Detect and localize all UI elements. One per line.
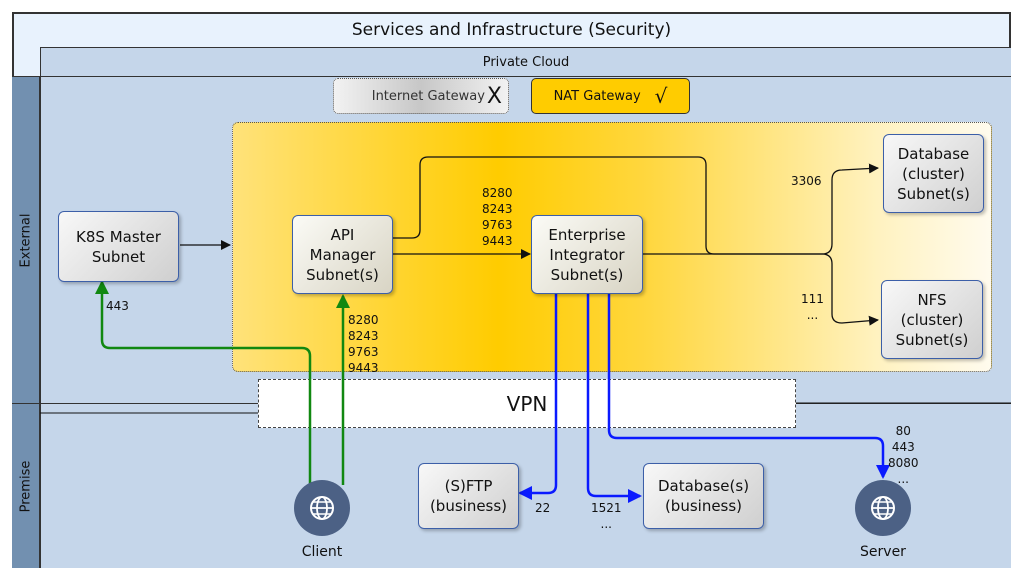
vpn-label: VPN [506, 391, 548, 416]
server-endpoint[interactable] [855, 480, 911, 536]
nat-gateway[interactable]: NAT Gateway √ [531, 78, 690, 114]
port-label-db-cluster: 3306 [791, 174, 822, 188]
nat-gateway-label: NAT Gateway [553, 88, 641, 104]
node-nfs-cluster[interactable]: NFS (cluster) Subnet(s) [881, 280, 983, 359]
node-sftp-business[interactable]: (S)FTP (business) [418, 463, 519, 529]
node-nfs-cluster-label: NFS (cluster) Subnet(s) [895, 290, 969, 349]
node-database-cluster[interactable]: Database (cluster) Subnet(s) [883, 134, 984, 213]
client-label: Client [301, 544, 343, 560]
client-endpoint[interactable] [294, 480, 350, 536]
node-enterprise-integrator[interactable]: Enterprise Integrator Subnet(s) [531, 215, 643, 294]
node-k8s-master[interactable]: K8S Master Subnet [58, 211, 179, 282]
port-label-db-business: 1521 ... [591, 501, 622, 531]
node-sftp-business-label: (S)FTP (business) [429, 477, 508, 515]
server-label: Server [860, 544, 906, 560]
port-label-sftp: 22 [535, 501, 551, 515]
private-cloud-header: Private Cloud [40, 47, 1011, 76]
globe-icon [310, 496, 334, 520]
lane-label-external-text: External [18, 213, 33, 267]
node-enterprise-integrator-label: Enterprise Integrator Subnet(s) [548, 225, 626, 284]
node-database-cluster-label: Database (cluster) Subnet(s) [897, 144, 970, 203]
node-api-manager[interactable]: API Manager Subnet(s) [292, 215, 393, 294]
internet-gateway[interactable]: Internet Gateway X [333, 78, 509, 114]
x-mark-icon: X [486, 83, 502, 109]
check-mark-icon: √ [654, 84, 668, 108]
node-database-business[interactable]: Database(s) (business) [643, 463, 764, 529]
port-label-client-api: 8280 8243 9763 9443 [348, 313, 379, 375]
node-k8s-master-label: K8S Master Subnet [76, 227, 161, 266]
vpn-tunnel[interactable]: VPN [258, 379, 796, 428]
port-label-nfs: 111 ... [801, 292, 824, 322]
lane-label-external: External [12, 76, 40, 403]
port-label-client-k8s: 443 [106, 299, 129, 313]
node-api-manager-label: API Manager Subnet(s) [306, 225, 379, 284]
globe-icon [871, 496, 895, 520]
diagram-title: Services and Infrastructure (Security) [351, 20, 672, 40]
port-label-server: 80 443 8080 ... [888, 424, 919, 486]
internet-gateway-label: Internet Gateway [371, 88, 485, 104]
lane-label-premise-text: Premise [18, 460, 33, 512]
lane-label-premise: Premise [12, 403, 40, 568]
lane-divider [40, 76, 41, 568]
node-database-business-label: Database(s) (business) [657, 477, 750, 515]
port-label-api-ei: 8280 8243 9763 9443 [482, 186, 513, 248]
